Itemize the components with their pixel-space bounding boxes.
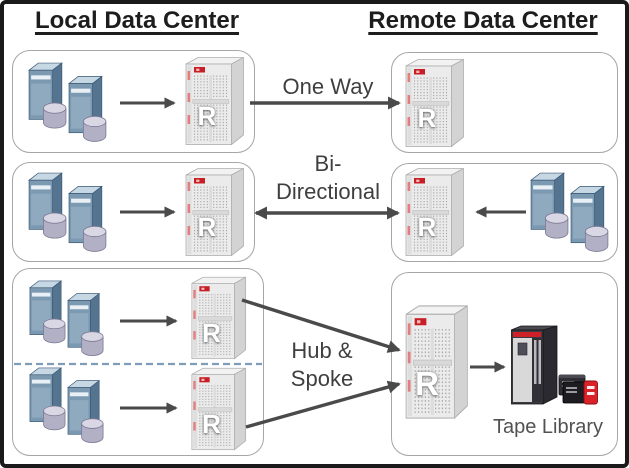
bi-directional-label: Bi- Directional xyxy=(258,150,398,206)
hub-spoke-label: Hub & Spoke xyxy=(260,337,384,393)
hub-spoke-label-line2: Spoke xyxy=(290,366,354,391)
rack-letter: R xyxy=(417,102,437,133)
rack-letter: R xyxy=(202,317,221,348)
replication-rack-icon: R xyxy=(404,167,466,257)
hub-spoke-label-line1: Hub & xyxy=(291,338,353,363)
tape-library-label: Tape Library xyxy=(492,416,604,438)
rack-letter: R xyxy=(415,364,440,402)
rack-letter: R xyxy=(202,408,221,439)
rack-letter: R xyxy=(417,211,437,242)
hub-rack-icon: R xyxy=(404,304,470,420)
replication-rack-icon: R xyxy=(190,366,248,452)
server-pair-icon xyxy=(26,61,110,145)
server-pair-icon xyxy=(26,279,108,359)
local-data-center-title: Local Data Center xyxy=(34,7,240,34)
one-way-label: One Way xyxy=(282,74,374,99)
bi-directional-label-line1: Bi- xyxy=(314,151,342,176)
rack-letter: R xyxy=(197,211,217,242)
bi-directional-label-line2: Directional xyxy=(276,179,380,204)
server-pair-icon xyxy=(26,171,110,255)
server-pair-icon xyxy=(26,366,108,446)
rack-letter: R xyxy=(197,100,217,131)
replication-rack-icon: R xyxy=(184,56,246,146)
remote-data-center-title: Remote Data Center xyxy=(368,7,598,34)
server-pair-icon xyxy=(528,171,612,255)
tape-library-icon xyxy=(511,325,599,405)
replication-rack-icon: R xyxy=(190,275,248,361)
replication-rack-icon: R xyxy=(404,58,466,148)
replication-rack-icon: R xyxy=(184,167,246,257)
